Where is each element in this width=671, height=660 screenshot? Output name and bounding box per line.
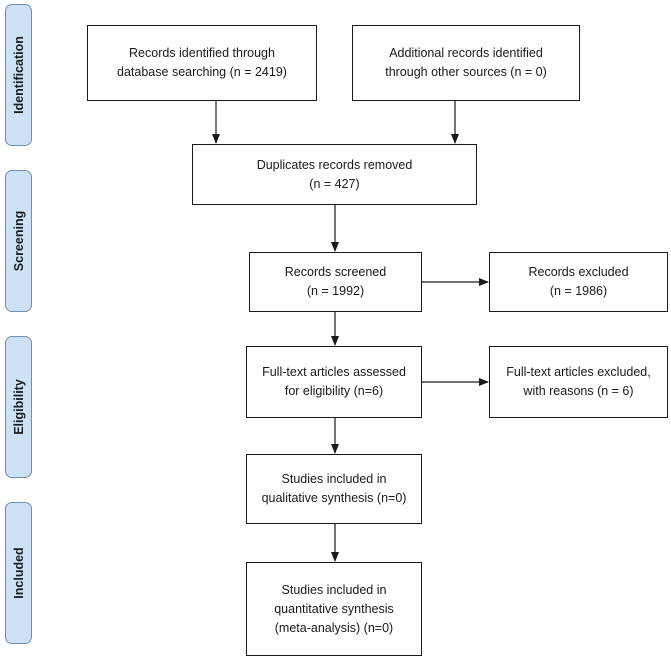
box-records-excluded: Records excluded (n = 1986) (489, 252, 668, 312)
box-duplicates-removed-text: Duplicates records removed (n = 427) (256, 157, 413, 191)
stage-included-label: Included (11, 547, 26, 599)
stage-screening-label: Screening (11, 210, 26, 272)
stage-identification: Identification (5, 4, 32, 146)
box-qualitative-synthesis-text: Studies included in qualitative synthesi… (261, 472, 407, 505)
box-fulltext-assessed-text: Full-text articles assessed for eligibil… (262, 365, 406, 398)
stage-included: Included (5, 502, 32, 644)
box-database-search: Records identified through database sear… (87, 25, 317, 101)
box-quantitative-synthesis-text: Studies included in quantitative synthes… (274, 582, 394, 635)
box-records-excluded-text: Records excluded (n = 1986) (528, 265, 629, 298)
stage-identification-label: Identification (11, 36, 26, 114)
box-qualitative-synthesis: Studies included in qualitative synthesi… (246, 454, 422, 524)
box-records-screened: Records screened (n = 1992) (249, 252, 422, 312)
stage-eligibility-label: Eligibility (11, 379, 26, 435)
box-other-sources: Additional records identified through ot… (352, 25, 580, 101)
stage-screening: Screening (5, 170, 32, 312)
box-database-search-text: Records identified through database sear… (117, 46, 287, 79)
box-fulltext-excluded-text: Full-text articles excluded, with reason… (506, 365, 651, 398)
box-duplicates-removed: Duplicates records removed (n = 427) (192, 144, 477, 205)
box-records-screened-text: Records screened (n = 1992) (284, 265, 387, 298)
box-other-sources-text: Additional records identified through ot… (385, 46, 547, 79)
stage-eligibility: Eligibility (5, 336, 32, 478)
box-fulltext-excluded: Full-text articles excluded, with reason… (489, 346, 668, 418)
box-quantitative-synthesis: Studies included in quantitative synthes… (246, 562, 422, 656)
box-fulltext-assessed: Full-text articles assessed for eligibil… (246, 346, 422, 418)
